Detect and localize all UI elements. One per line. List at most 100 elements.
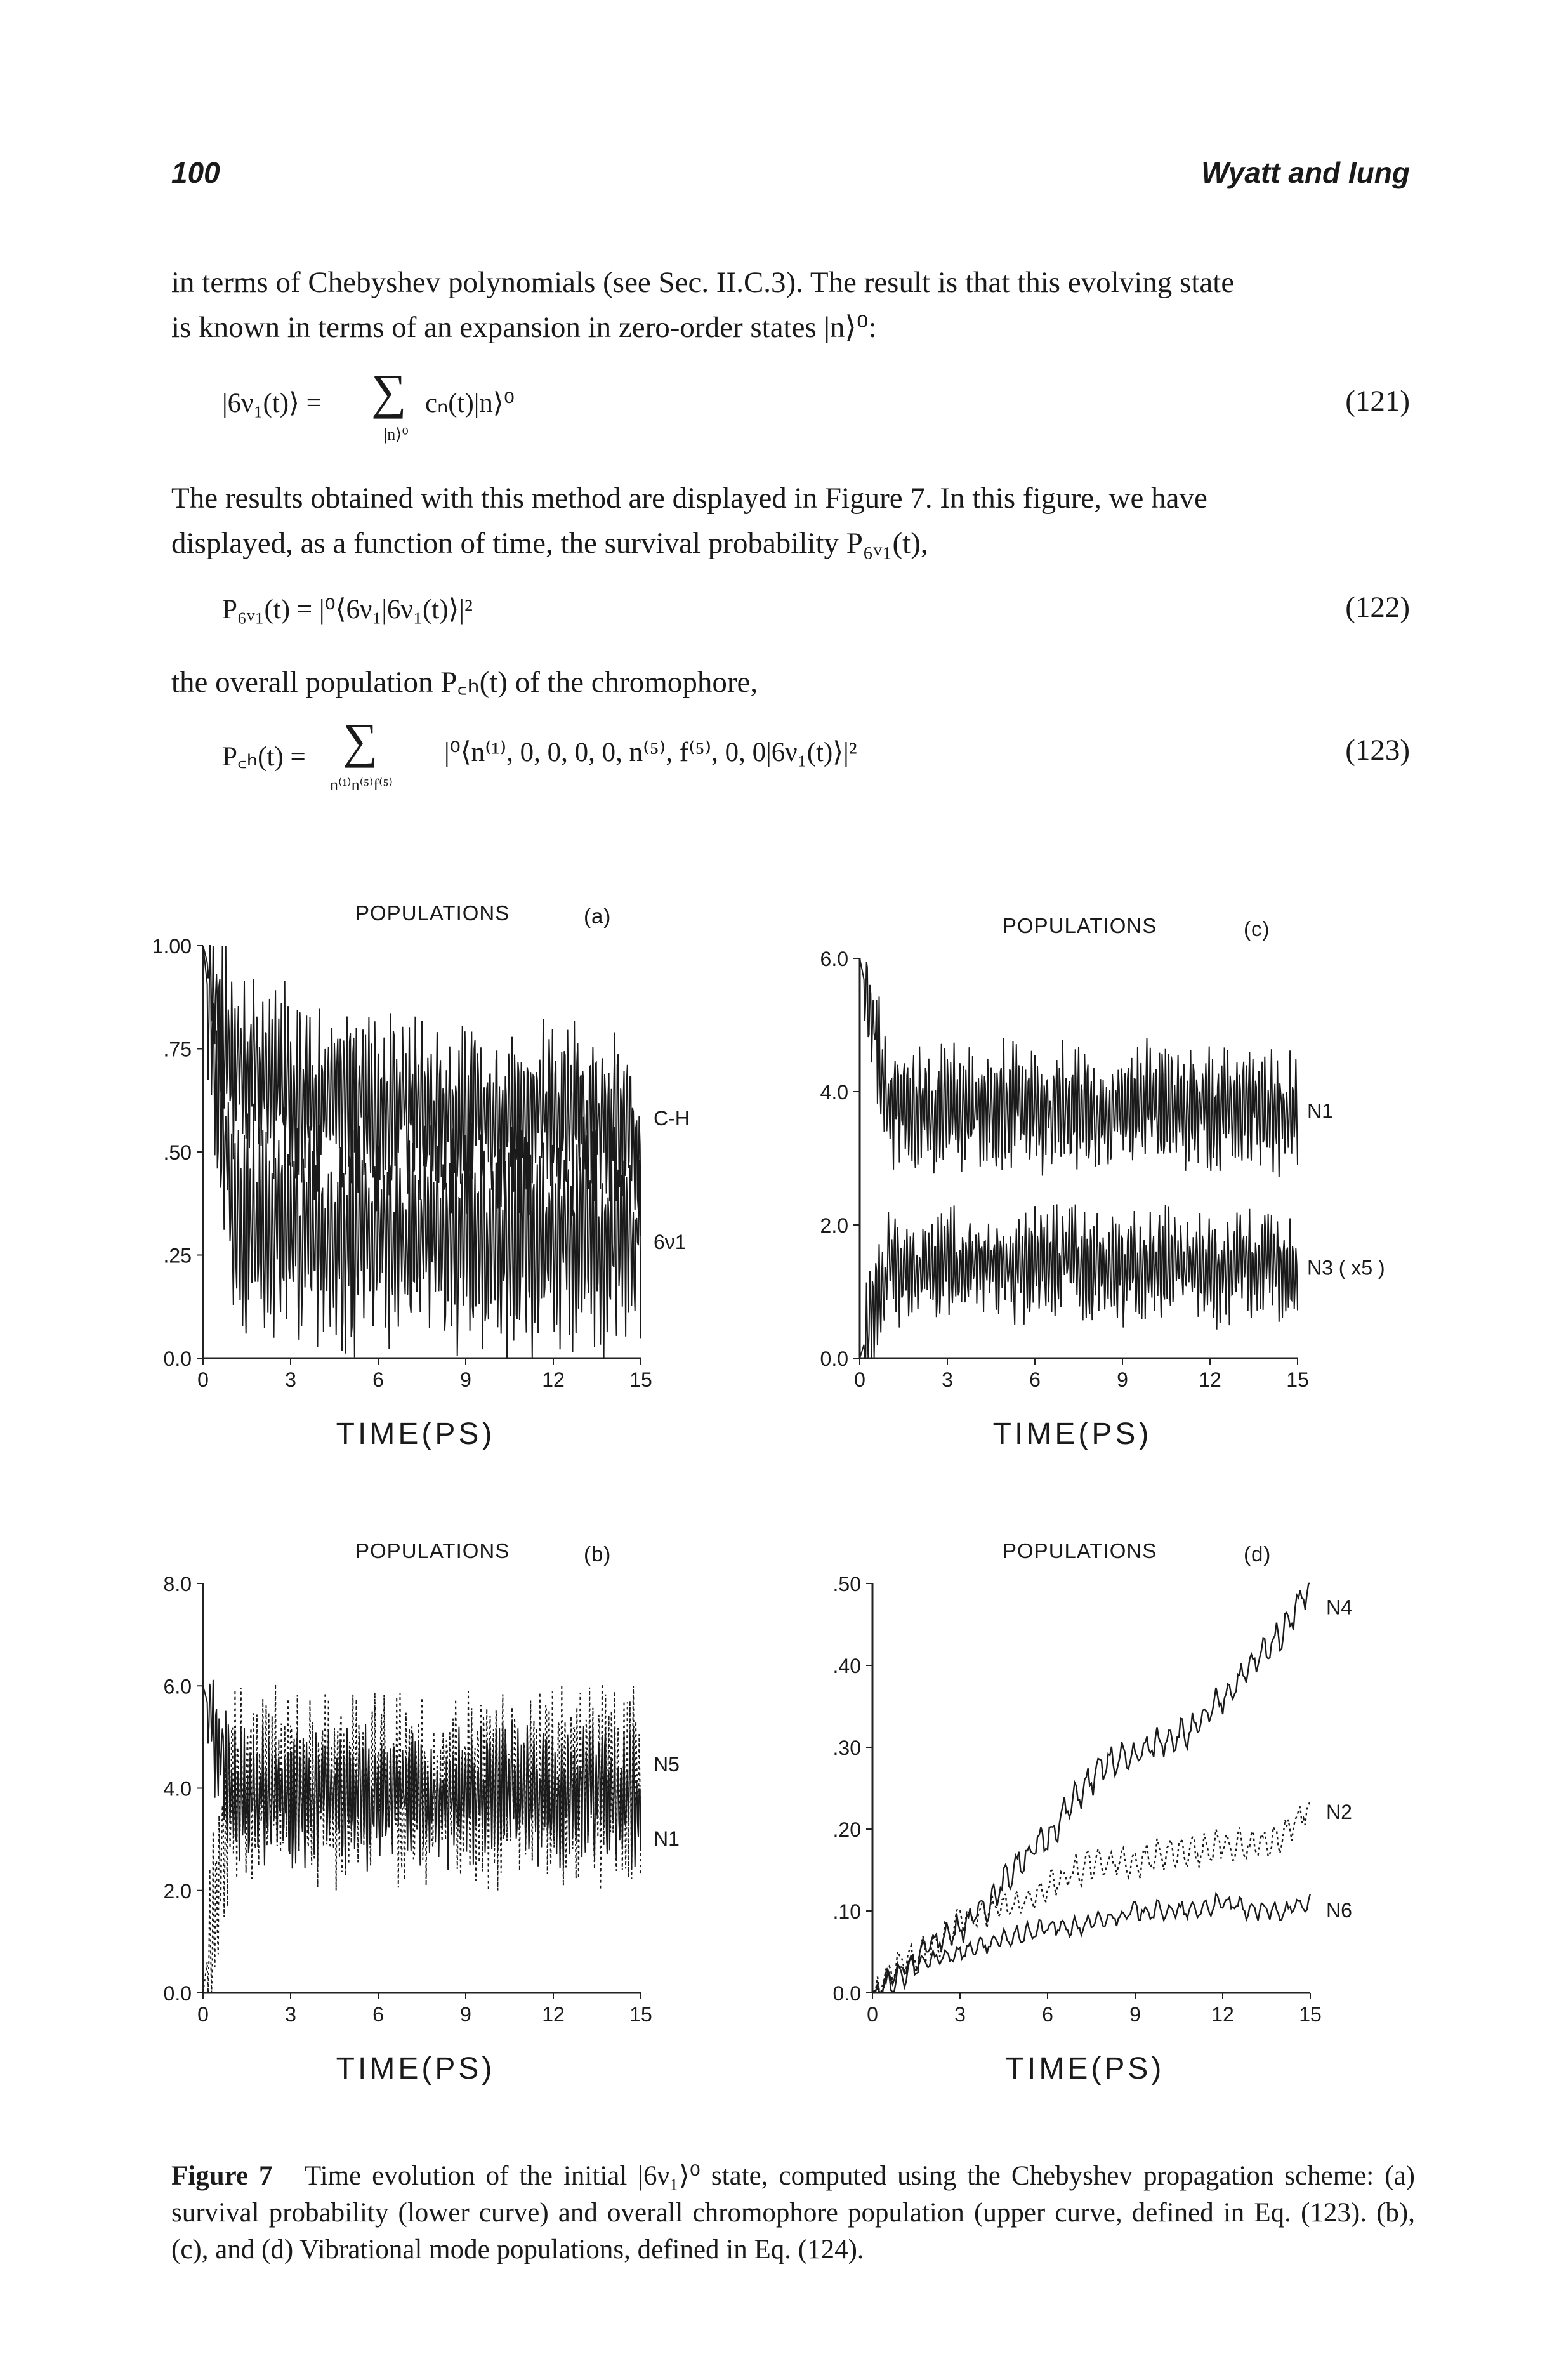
sum-symbol: ∑: [371, 364, 407, 419]
curve-label: N4: [1326, 1596, 1352, 1619]
panel-tag: (d): [1244, 1542, 1271, 1566]
curve-label: C-H: [654, 1107, 690, 1130]
x-tick-label: 6: [1029, 1368, 1041, 1391]
x-tick-label: 15: [629, 2003, 652, 2026]
series-line-n4: [872, 1582, 1310, 1994]
curve-label: N6: [1326, 1899, 1352, 1922]
eq-rhs: cₙ(t)|n⟩⁰: [425, 388, 515, 418]
series-line-n5: [202, 1683, 641, 1993]
equation-122: P₆ᵥ₁(t) = |⁰⟨6ν₁|6ν₁(t)⟩|²: [222, 595, 473, 625]
panel-tag: (c): [1244, 917, 1270, 941]
text-line: in terms of Chebyshev polynomials (see S…: [171, 266, 1235, 299]
eq-lhs: |6ν₁(t)⟩ =: [222, 388, 322, 418]
y-tick-label: 1.00: [152, 935, 192, 958]
body-paragraph-1: in terms of Chebyshev polynomials (see S…: [171, 260, 1409, 350]
series-line-ch: [202, 945, 641, 1236]
text-line: the overall population P꜀ₕ(t) of the chr…: [171, 666, 758, 699]
x-tick-label: 3: [942, 1368, 953, 1391]
y-tick-label: .75: [164, 1038, 192, 1061]
series-line-n1: [859, 958, 1298, 1177]
sum-index: |n⟩⁰: [384, 425, 409, 444]
curve-label: N3 ( x5 ): [1307, 1256, 1385, 1279]
y-tick-label: 4.0: [820, 1081, 848, 1104]
y-tick-label: .40: [833, 1655, 861, 1677]
body-paragraph-2: The results obtained with this method ar…: [171, 476, 1409, 566]
x-tick-label: 3: [285, 1368, 296, 1391]
y-tick-label: 0.0: [833, 1982, 861, 2005]
equation-123-rhs: |⁰⟨n⁽¹⁾, 0, 0, 0, 0, n⁽⁵⁾, f⁽⁵⁾, 0, 0|6ν…: [444, 737, 857, 767]
y-tick-label: 0.0: [164, 1982, 192, 2005]
series-line-n2: [872, 1800, 1312, 1995]
y-tick-label: 6.0: [820, 948, 848, 970]
x-tick-label: 15: [1299, 2003, 1322, 2026]
x-tick-label: 3: [954, 2003, 966, 2026]
page-number: 100: [171, 156, 220, 189]
curve-label: N1: [1307, 1100, 1333, 1123]
panel-title: POPULATIONS: [355, 901, 510, 925]
text-line: The results obtained with this method ar…: [171, 482, 1207, 515]
x-tick-label: 0: [867, 2003, 878, 2026]
x-tick-label: 0: [197, 1368, 209, 1391]
caption-label: Figure 7: [171, 2161, 273, 2191]
panel-tag: (b): [584, 1542, 611, 1566]
panel-tag: (a): [584, 904, 611, 928]
y-tick-label: .50: [164, 1141, 192, 1164]
x-tick-label: 9: [1117, 1368, 1128, 1391]
curve-label: N2: [1326, 1801, 1352, 1823]
running-title: Wyatt and Iung: [1201, 156, 1410, 189]
x-tick-label: 15: [629, 1368, 652, 1391]
x-tick-label: 0: [197, 2003, 209, 2026]
y-tick-label: 0.0: [164, 1347, 192, 1370]
y-tick-label: .25: [164, 1245, 192, 1267]
sum-index: n⁽¹⁾n⁽⁵⁾f⁽⁵⁾: [330, 776, 393, 794]
x-tick-label: 0: [854, 1368, 865, 1391]
y-tick-label: 6.0: [164, 1675, 192, 1698]
curve-label: N5: [654, 1753, 680, 1776]
x-tick-label: 3: [285, 2003, 296, 2026]
x-tick-label: 6: [1042, 2003, 1053, 2026]
x-axis-label: TIME(PS): [993, 1417, 1152, 1451]
series-line-n1: [202, 1679, 641, 1872]
text-line: displayed, as a function of time, the su…: [171, 527, 928, 560]
y-tick-label: 0.0: [820, 1347, 848, 1370]
x-tick-label: 12: [1211, 2003, 1234, 2026]
panel-title: POPULATIONS: [1003, 914, 1157, 937]
x-tick-label: 12: [1199, 1368, 1221, 1391]
x-axis-label: TIME(PS): [336, 1417, 496, 1451]
series-line-n6: [872, 1891, 1312, 1994]
curve-label: N1: [654, 1827, 680, 1850]
panel-title: POPULATIONS: [1003, 1539, 1157, 1563]
y-tick-label: .10: [833, 1900, 861, 1923]
x-tick-label: 9: [460, 1368, 471, 1391]
equation-121: |6ν₁(t)⟩ =: [222, 387, 322, 419]
figure-caption: Figure 7 Time evolution of the initial |…: [171, 2158, 1415, 2268]
equation-123-lhs: P꜀ₕ(t) =: [222, 742, 306, 772]
curve-label: 6ν1: [654, 1231, 687, 1253]
x-axis-label: TIME(PS): [336, 2052, 496, 2086]
x-tick-label: 6: [372, 1368, 384, 1391]
x-tick-label: 15: [1286, 1368, 1309, 1391]
series-line-61: [202, 945, 641, 1359]
series-line-n3x5: [859, 1204, 1298, 1359]
x-tick-label: 12: [542, 2003, 565, 2026]
y-tick-label: 2.0: [164, 1880, 192, 1903]
figure-panel-a: POPULATIONS (a) 1.00 .75 .50 .25 0.00 3 6 9 12 15TI…: [152, 901, 690, 1451]
y-tick-label: 2.0: [820, 1214, 848, 1237]
equation-number-121: (121): [1345, 385, 1410, 418]
x-axis-label: TIME(PS): [1006, 2052, 1165, 2086]
equation-number-123: (123): [1345, 734, 1410, 767]
y-tick-label: .50: [833, 1573, 861, 1596]
x-tick-label: 12: [542, 1368, 565, 1391]
body-paragraph-3: the overall population P꜀ₕ(t) of the chr…: [171, 660, 1409, 705]
y-tick-label: .20: [833, 1818, 861, 1841]
caption-text: Time evolution of the initial |6ν₁⟩⁰ sta…: [171, 2161, 1415, 2264]
x-tick-label: 9: [1129, 2003, 1141, 2026]
panel-title: POPULATIONS: [355, 1539, 510, 1563]
y-tick-label: 8.0: [164, 1573, 192, 1596]
figure-panel-c: POPULATIONS (c) 6.0 4.0 2.0 0.0 0 3 6 9 12 15TIME(P…: [820, 914, 1385, 1451]
x-tick-label: 6: [372, 2003, 384, 2026]
y-tick-label: 4.0: [164, 1778, 192, 1801]
text-line: is known in terms of an expansion in zer…: [171, 311, 877, 344]
